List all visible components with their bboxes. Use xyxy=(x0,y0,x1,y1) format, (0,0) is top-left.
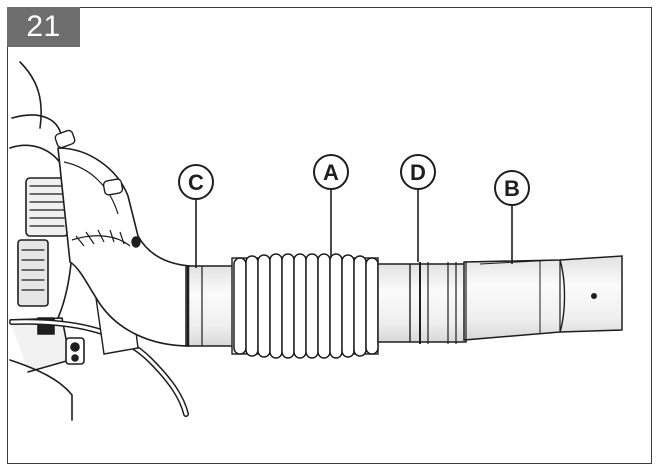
tube-section-c xyxy=(185,265,235,347)
callout-a-bubble: A xyxy=(313,154,349,190)
nozzle-tube-b xyxy=(463,255,623,341)
flex-tube-a xyxy=(231,253,379,359)
figure-number-badge: 21 xyxy=(7,7,80,47)
callout-c-bubble: C xyxy=(178,164,214,200)
callout-d-bubble: D xyxy=(400,154,436,190)
tube-section-d xyxy=(377,262,467,344)
elbow-clips xyxy=(54,129,141,248)
callout-b-label: B xyxy=(504,176,520,201)
callout-b-bubble: B xyxy=(494,170,530,206)
elbow-outlet xyxy=(57,147,191,347)
callout-c-label: C xyxy=(188,170,204,195)
blower-housing xyxy=(9,61,85,421)
callout-a-label: A xyxy=(323,160,339,185)
leader-lines xyxy=(195,188,513,268)
callout-d-label: D xyxy=(410,160,426,185)
